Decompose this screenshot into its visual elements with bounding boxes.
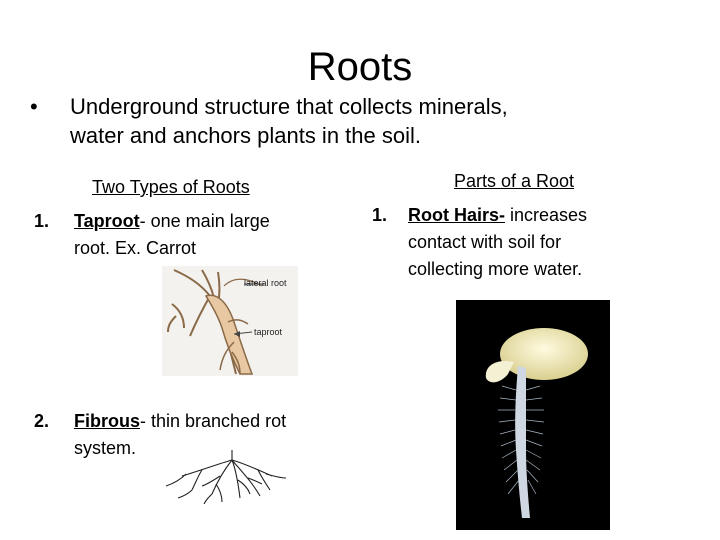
root-hairs-item: Root Hairs- increases contact with soil … <box>408 202 668 283</box>
parts-heading: Parts of a Root <box>454 171 575 191</box>
bullet-text: Underground structure that collects mine… <box>70 92 670 150</box>
bullet-line-1: Underground structure that collects mine… <box>70 94 508 119</box>
root-hairs-photo <box>456 300 610 530</box>
taproot-label: taproot <box>254 327 283 337</box>
root-hairs-desc: increases <box>505 205 588 225</box>
fibrous-term: Fibrous <box>74 411 140 431</box>
root-hairs-number: 1. <box>372 205 388 225</box>
fibrous-item: Fibrous- thin branched rot system. <box>74 408 364 462</box>
taproot-desc-line2: root. Ex. Carrot <box>74 238 197 258</box>
fibrous-desc: - thin branched rot <box>140 411 287 431</box>
fibrous-number: 2. <box>34 411 50 431</box>
taproot-image: lateral root taproot <box>162 266 298 376</box>
fibrous-root-image <box>162 450 288 505</box>
fibrous-desc-line2: system. <box>74 438 137 458</box>
lateral-root-label: lateral root <box>244 278 287 288</box>
types-heading: Two Types of Roots <box>92 177 250 197</box>
bullet-line-2: water and anchors plants in the soil. <box>70 123 421 148</box>
taproot-number: 1. <box>34 211 50 231</box>
root-hairs-desc-line2: contact with soil for <box>408 232 562 252</box>
taproot-desc: - one main large <box>139 211 270 231</box>
taproot-term: Taproot <box>74 211 140 231</box>
root-hairs-desc-line3: collecting more water. <box>408 259 583 279</box>
bullet-dot: • <box>30 94 38 119</box>
slide-title: Roots <box>307 45 413 89</box>
root-hairs-term: Root Hairs- <box>408 205 506 225</box>
taproot-item: Taproot- one main large root. Ex. Carrot <box>74 208 354 262</box>
